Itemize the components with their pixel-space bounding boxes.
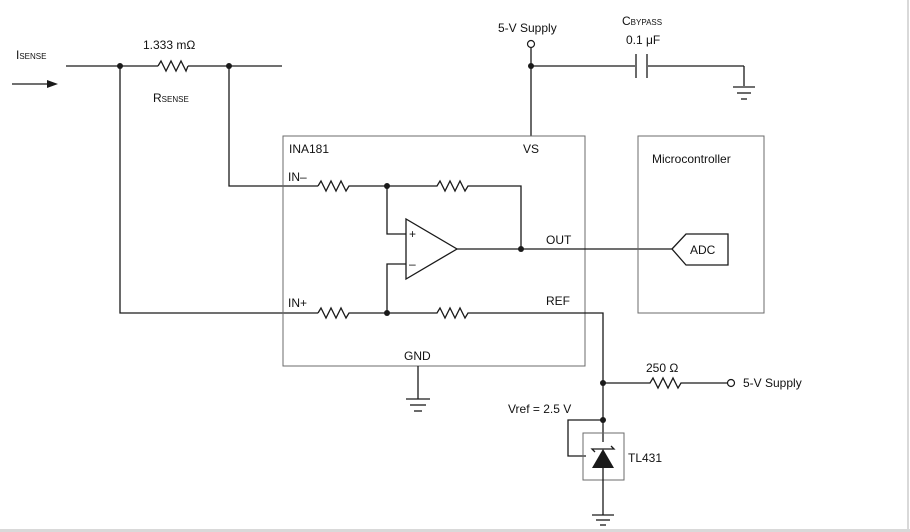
rsense-value-label: 1.333 mΩ xyxy=(143,38,195,52)
vs-pin-label: VS xyxy=(523,142,539,156)
rsense-label: RSENSE xyxy=(153,91,189,105)
microcontroller-box xyxy=(637,135,765,314)
supply-top-wires xyxy=(530,48,745,136)
opamp-plus-label: + xyxy=(409,227,416,241)
supply-top-label: 5-V Supply xyxy=(498,21,557,35)
feedback-resistor xyxy=(387,179,522,249)
tl431-label: TL431 xyxy=(628,451,662,465)
sense-input-wires xyxy=(66,65,318,314)
ground-symbol xyxy=(733,86,755,100)
supply-right-terminal xyxy=(726,378,736,388)
ground-symbol xyxy=(406,366,430,412)
isense-arrow xyxy=(12,80,58,88)
cbypass-value-label: 0.1 μF xyxy=(626,33,660,47)
r250-label: 250 Ω xyxy=(646,361,678,375)
in-minus-label: IN– xyxy=(288,170,307,184)
isense-label: ISENSE xyxy=(16,48,46,62)
node-dot xyxy=(226,63,232,69)
supply-top-terminal xyxy=(526,39,536,49)
microcontroller-label: Microcontroller xyxy=(652,152,731,166)
node-dot xyxy=(528,63,534,69)
ref-resistor xyxy=(387,306,604,383)
opamp-triangle xyxy=(405,217,459,281)
in-minus-resistor xyxy=(317,179,387,193)
adc-label: ADC xyxy=(690,243,716,257)
r250-resistor xyxy=(603,376,727,390)
opamp-wires xyxy=(386,186,672,313)
opamp-minus-label: – xyxy=(409,257,416,271)
in-plus-label: IN+ xyxy=(288,296,307,310)
node-dot xyxy=(117,63,123,69)
tl431-ref-wire xyxy=(567,419,603,457)
supply-right-label: 5-V Supply xyxy=(743,376,802,390)
ina181-label: INA181 xyxy=(289,142,329,156)
node-dot xyxy=(518,246,524,252)
gnd-pin-label: GND xyxy=(404,349,431,363)
rsense-resistor xyxy=(157,59,189,73)
cbypass-capacitor xyxy=(635,54,648,78)
frame-edge-right xyxy=(907,0,909,532)
ref-pin-label: REF xyxy=(546,294,570,308)
out-pin-label: OUT xyxy=(546,233,572,247)
cbypass-label: CBYPASS xyxy=(622,14,662,28)
ground-symbol xyxy=(592,514,614,526)
vref-label: Vref = 2.5 V xyxy=(508,402,571,416)
in-plus-resistor xyxy=(317,306,387,320)
tl431-shunt-regulator xyxy=(590,445,616,468)
frame-edge-bottom xyxy=(0,529,910,532)
ina181-box xyxy=(282,135,586,367)
adc-block xyxy=(671,233,729,266)
